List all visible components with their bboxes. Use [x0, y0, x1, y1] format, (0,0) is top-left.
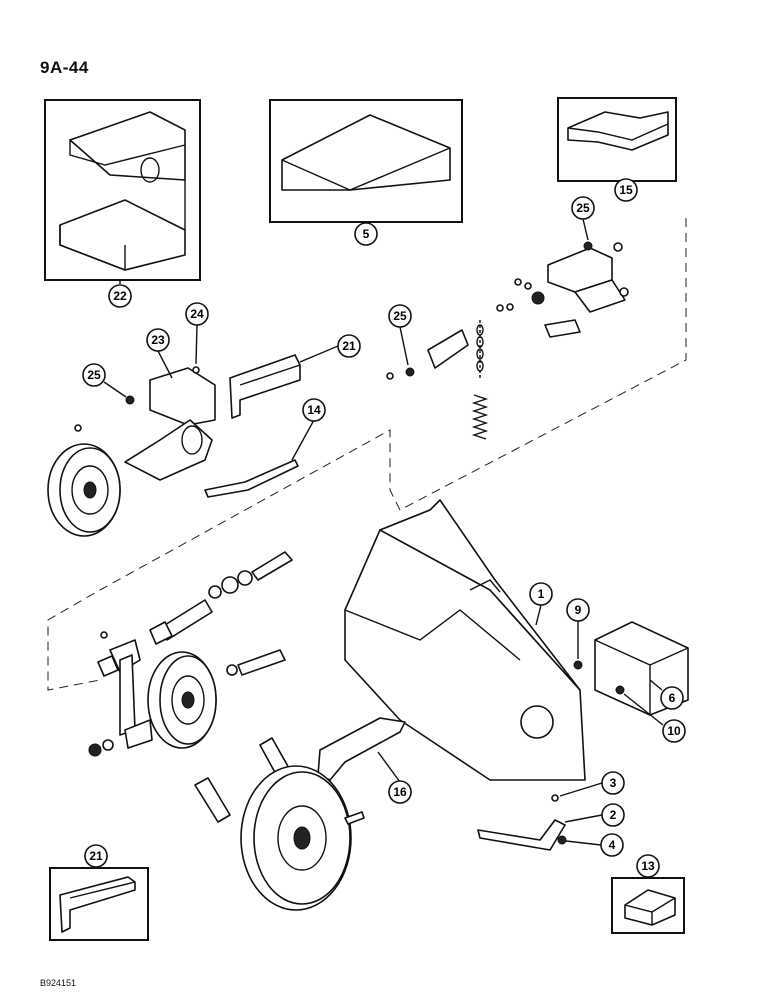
upper-idler-pulley [47, 424, 121, 537]
svg-text:16: 16 [393, 785, 407, 799]
svg-text:15: 15 [619, 183, 633, 197]
nut-10 [615, 685, 625, 695]
clamp-strap-2 [477, 794, 567, 851]
callout-25-center: 25 [388, 304, 412, 328]
short-bolt [237, 649, 286, 676]
chain-and-spring [471, 320, 489, 440]
callout-14: 14 [302, 398, 326, 422]
belt-guide-lower [194, 777, 231, 823]
long-bolt [251, 551, 293, 581]
inset-part-15 [557, 97, 677, 182]
page-number: 9A-44 [40, 58, 89, 77]
callout-16: 16 [388, 780, 412, 804]
svg-text:5: 5 [363, 227, 370, 241]
callout-2: 2 [601, 803, 625, 827]
assembly-dashed-outline [47, 218, 687, 691]
idler-mount-bracket-23 [124, 366, 216, 481]
callout-21-lower: 21 [84, 844, 108, 868]
idler-arm-assembly [88, 551, 293, 757]
svg-text:21: 21 [342, 339, 356, 353]
svg-text:25: 25 [576, 201, 590, 215]
strap-14 [204, 459, 299, 498]
idler-arm [119, 654, 136, 736]
shield-hole [520, 705, 554, 739]
link-bracket [386, 329, 469, 380]
svg-text:9: 9 [575, 603, 582, 617]
callout-25-left: 25 [82, 363, 106, 387]
inset-part-13 [611, 877, 685, 934]
callout-21-upper: 21 [337, 334, 361, 358]
shield-1 [344, 499, 586, 781]
inset-part-21 [49, 867, 149, 941]
svg-text:6: 6 [669, 691, 676, 705]
callout-25-right: 25 [571, 196, 595, 220]
svg-text:25: 25 [87, 368, 101, 382]
cover-5 [281, 114, 451, 191]
callout-15: 15 [614, 178, 638, 202]
callout-1: 1 [529, 582, 553, 606]
upper-right-bracket [496, 241, 629, 338]
callout-22: 22 [108, 284, 132, 308]
svg-text:13: 13 [641, 859, 655, 873]
callout-6: 6 [660, 686, 684, 710]
nut-25-upper [583, 241, 593, 251]
svg-text:1: 1 [538, 587, 545, 601]
screw-3 [551, 794, 559, 802]
callout-5: 5 [354, 222, 378, 246]
svg-text:2: 2 [610, 808, 617, 822]
nut-4 [557, 835, 567, 845]
callout-4: 4 [600, 833, 624, 857]
middle-idler-pulley [147, 651, 217, 749]
svg-text:14: 14 [307, 403, 321, 417]
inset-part-22 [44, 99, 201, 281]
svg-text:4: 4 [609, 838, 616, 852]
bracket-21-upper [229, 354, 301, 419]
callout-10: 10 [662, 719, 686, 743]
reference-code: B924151 [40, 978, 77, 988]
callout-9: 9 [566, 598, 590, 622]
callout-3: 3 [601, 771, 625, 795]
large-drive-pulley [240, 765, 365, 911]
plate-15 [567, 111, 669, 151]
nut-25-center [405, 367, 415, 377]
callout-23: 23 [146, 328, 170, 352]
svg-text:10: 10 [667, 724, 681, 738]
bolt-24 [192, 366, 200, 374]
nut-25-left [125, 395, 135, 405]
svg-text:23: 23 [151, 333, 165, 347]
inset-part-5 [269, 99, 463, 223]
nut-9 [573, 660, 583, 670]
carriage-bolt [544, 319, 581, 338]
svg-text:24: 24 [190, 307, 204, 321]
svg-text:21: 21 [89, 849, 103, 863]
callout-24: 24 [185, 302, 209, 326]
svg-text:25: 25 [393, 309, 407, 323]
svg-text:3: 3 [610, 776, 617, 790]
svg-text:22: 22 [113, 289, 127, 303]
callout-13: 13 [636, 854, 660, 878]
